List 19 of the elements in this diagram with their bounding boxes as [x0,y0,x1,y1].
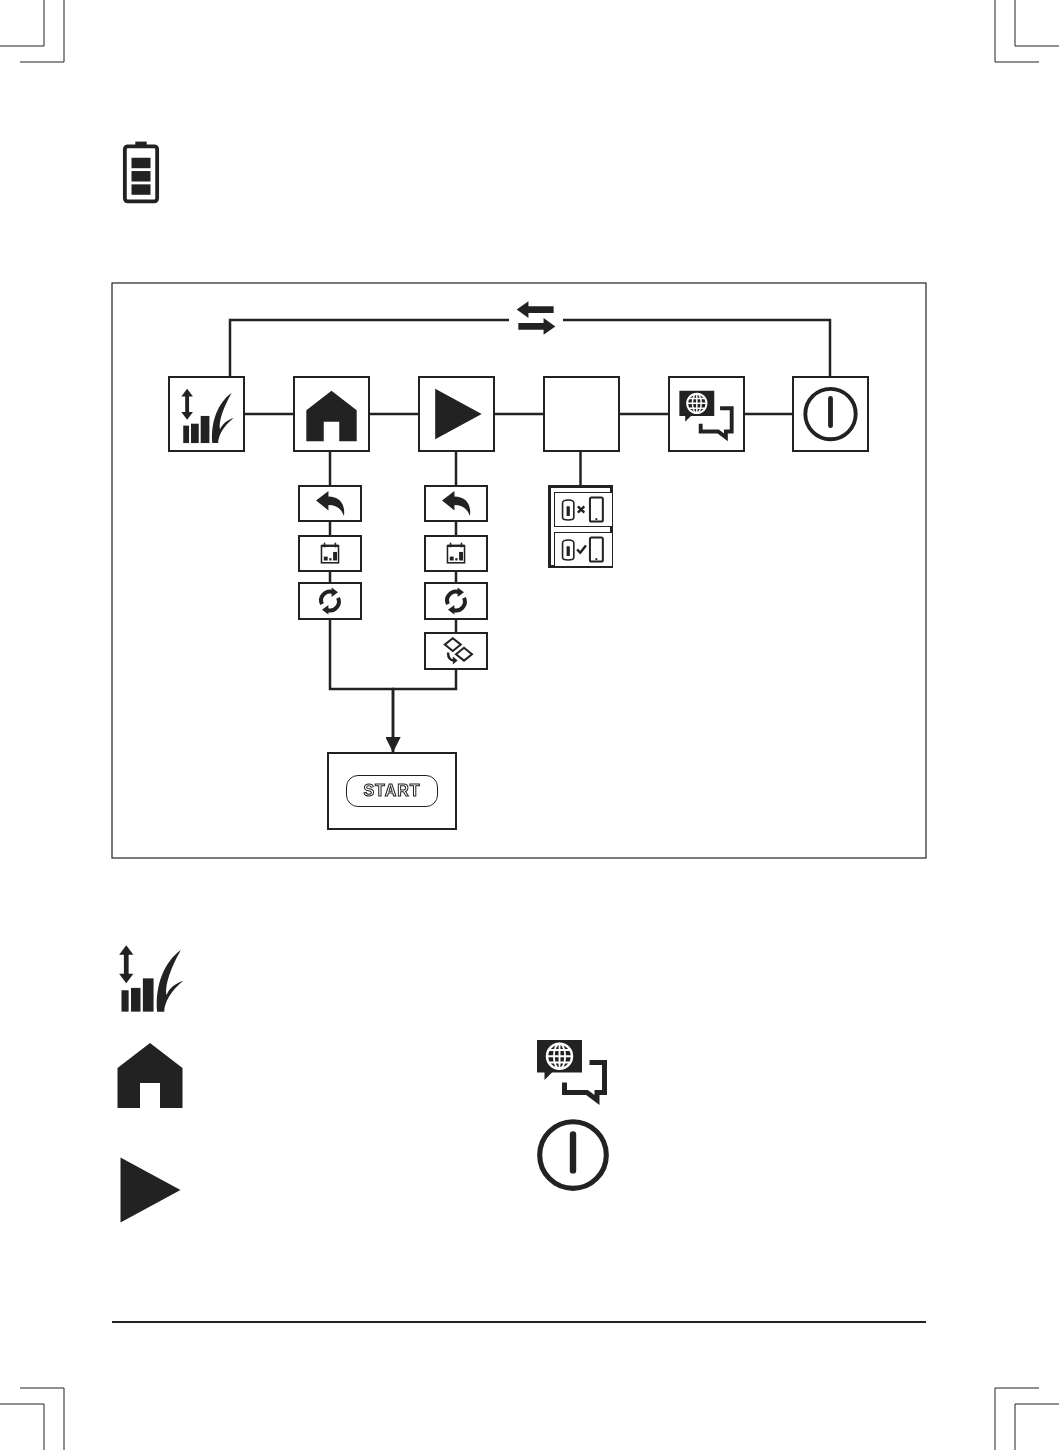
menu-box [543,376,620,452]
connector-line [745,412,792,416]
connector-line [495,412,543,416]
menu-box [668,376,745,452]
menu-box [168,376,245,452]
connector-line [328,452,332,485]
menu-box [293,376,370,452]
connector-line [370,412,418,416]
connector-line [228,318,832,376]
arrow [385,670,458,752]
connector-line [579,452,582,485]
start-box [327,752,457,830]
pairing-panel [548,485,613,568]
connector-line [454,452,458,485]
start-button: START [346,775,438,807]
connector-line [620,412,668,416]
menu-box [792,376,869,452]
menu-box [418,376,495,452]
connector-line [245,412,293,416]
